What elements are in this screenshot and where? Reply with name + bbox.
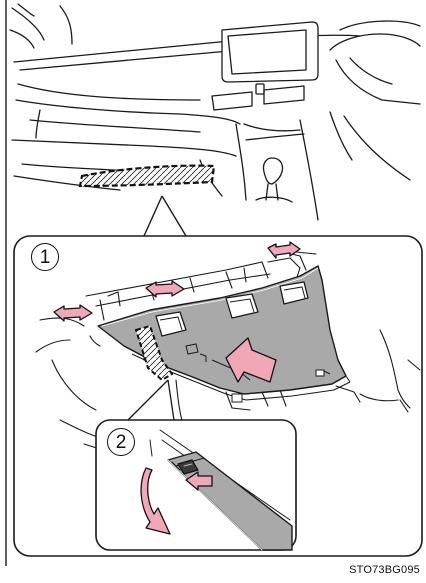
figure-code: STO73BG095 (349, 564, 420, 576)
step-2-badge: 2 (107, 428, 135, 456)
panel-location-outline (80, 166, 214, 186)
dashboard-overview (10, 4, 420, 220)
zoom-pointer-left (144, 196, 162, 236)
zoom-pointer-right (162, 196, 186, 236)
step-1-badge: 1 (31, 243, 59, 271)
